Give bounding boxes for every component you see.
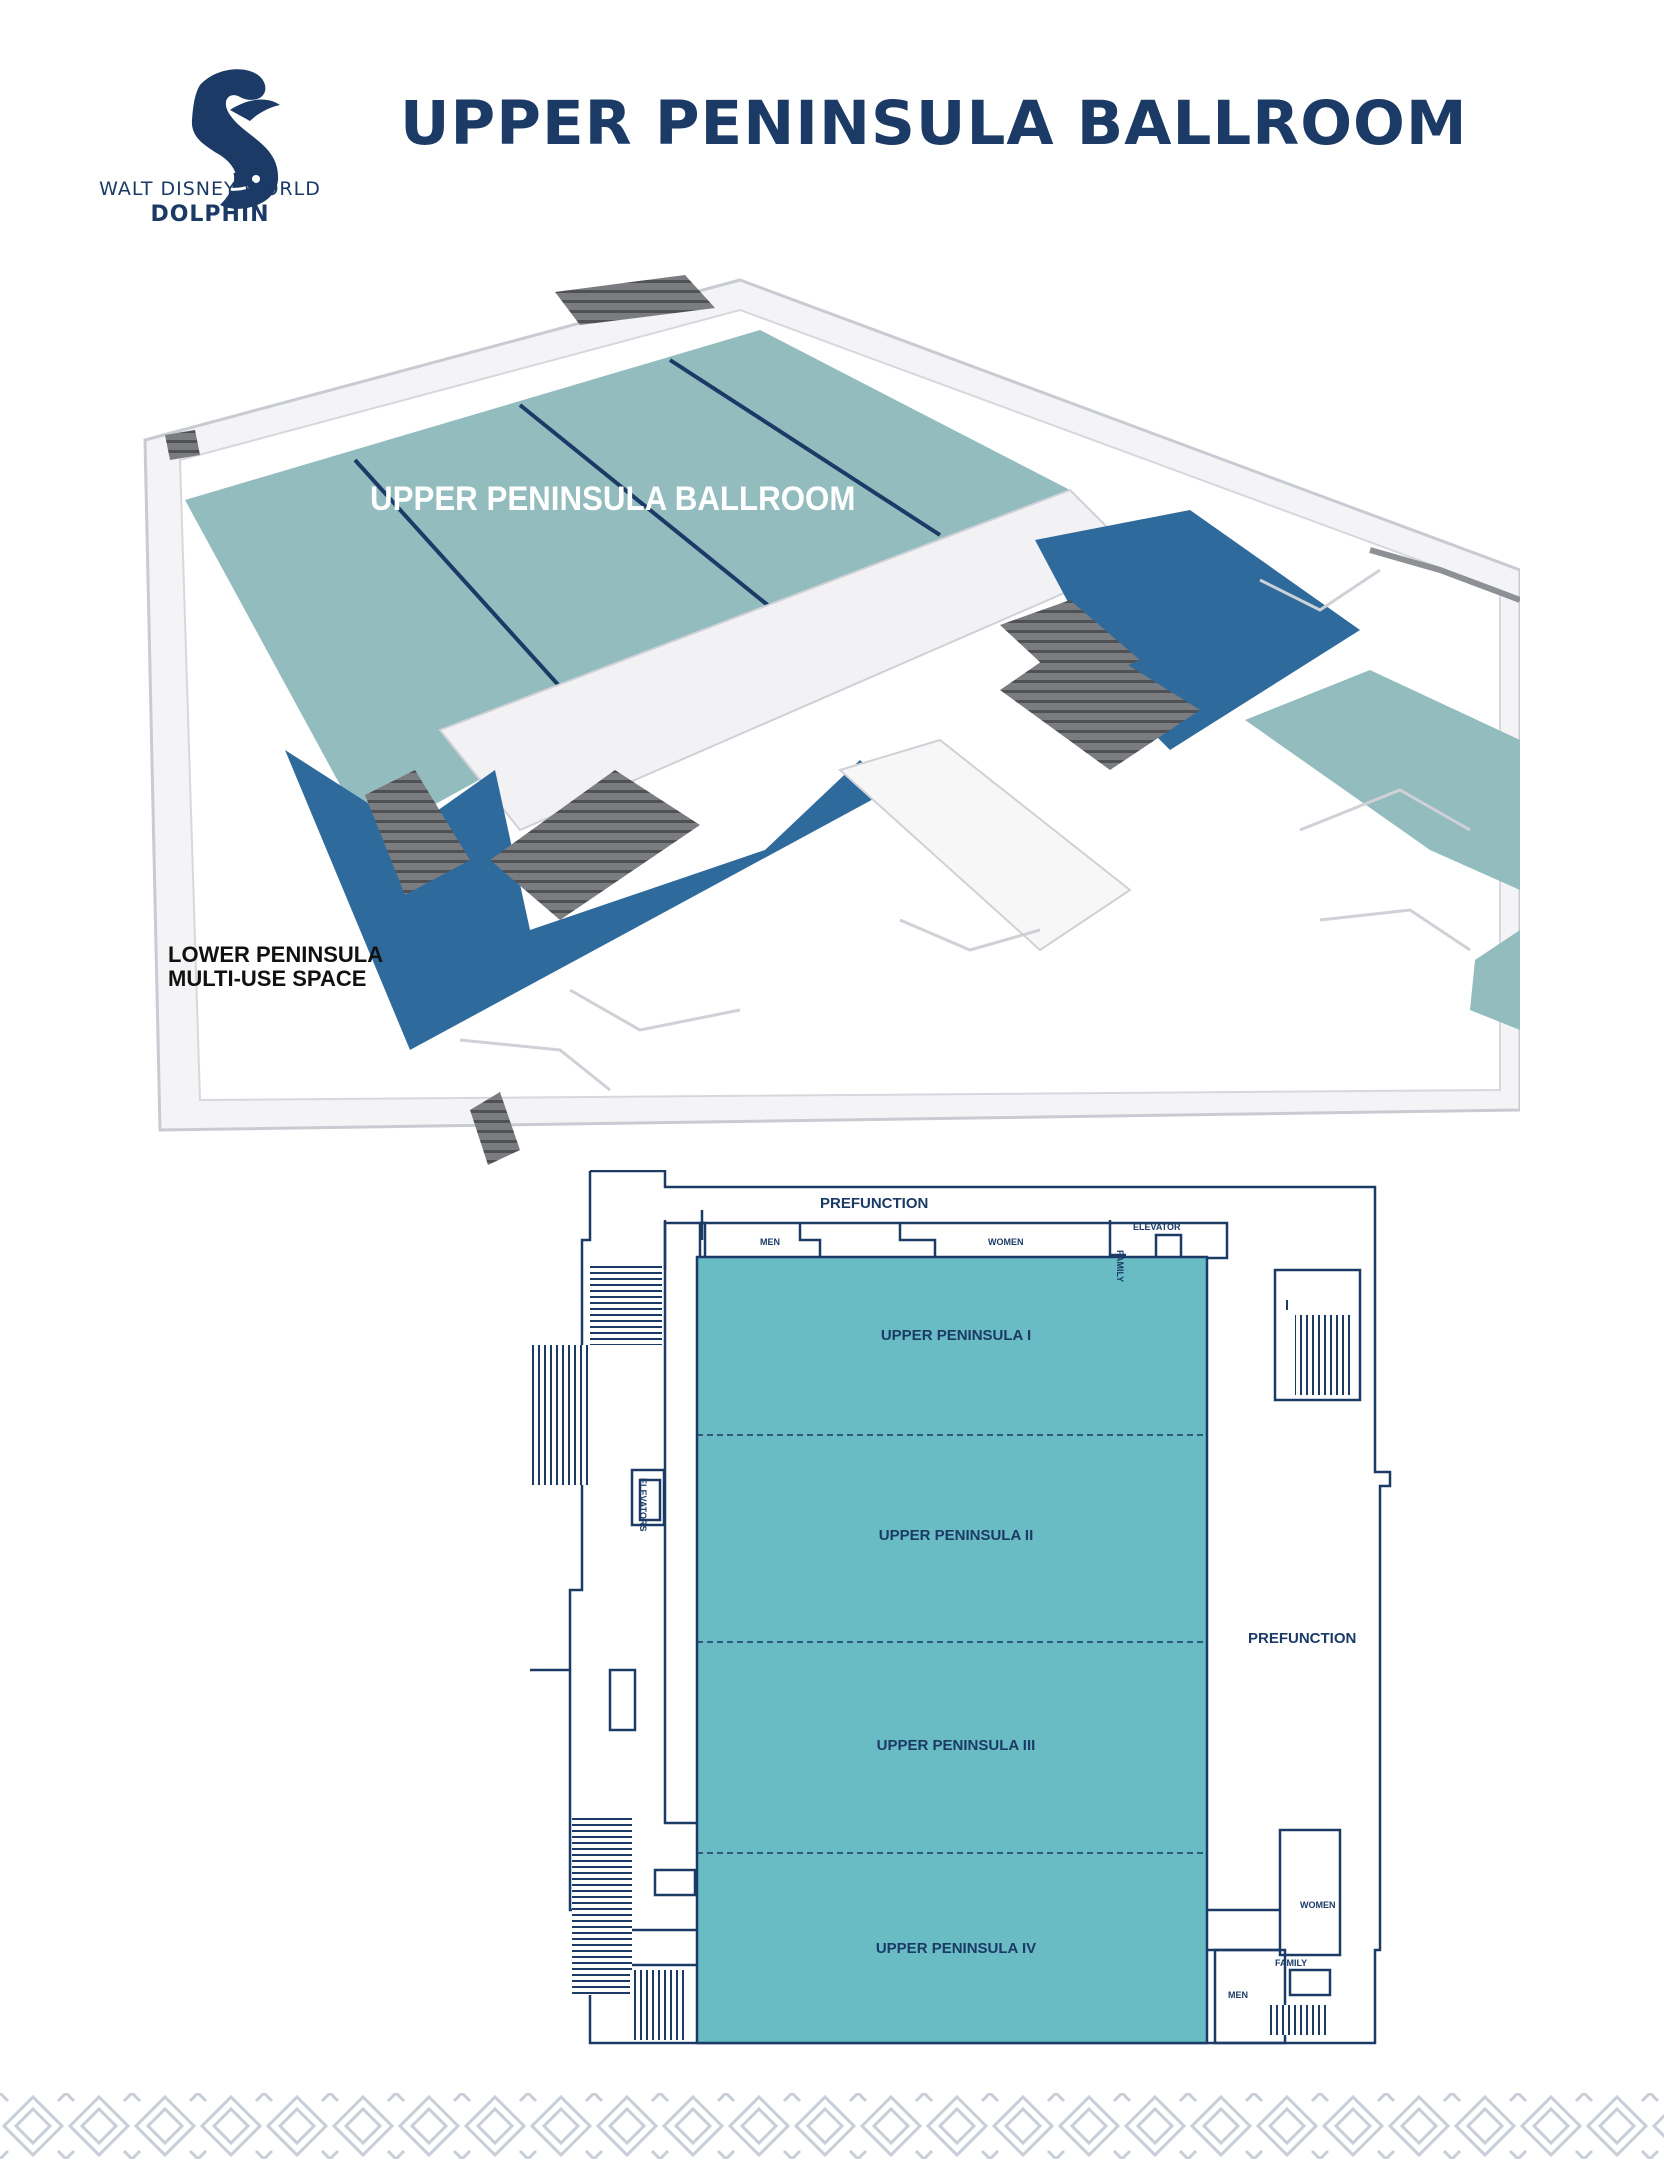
top-prefunction-label: PREFUNCTION	[820, 1195, 929, 1212]
isometric-map	[140, 270, 1522, 1230]
ballroom-label: UPPER PENINSULA BALLROOM	[370, 480, 856, 518]
upper-peninsula-ballroom-area	[185, 330, 1070, 840]
room-upper-peninsula-4: UPPER PENINSULA IV	[875, 1940, 1037, 1957]
floor-plan	[520, 1169, 1400, 2060]
family-label-top: FAMILY	[1115, 1250, 1125, 1283]
family-label-bottom: FAMILY	[1275, 1958, 1308, 1968]
ballroom-plan-area	[695, 1255, 1209, 2045]
men-label-bottom: MEN	[1228, 1990, 1248, 2000]
footer-diamond-pattern	[0, 2093, 1664, 2159]
women-label-top: WOMEN	[988, 1237, 1024, 1247]
logo-text-line2: DOLPHIN	[150, 202, 270, 227]
elevator-label-top: ELEVATOR	[1133, 1222, 1181, 1232]
men-label-top: MEN	[760, 1237, 780, 1247]
logo-text-line1: WALT DISNEY WORLD	[99, 178, 321, 200]
room-upper-peninsula-2: UPPER PENINSULA II	[878, 1527, 1034, 1544]
dolphin-logo-icon	[80, 55, 340, 235]
elevators-label: ELEVATORS	[638, 1478, 648, 1532]
room-upper-peninsula-1: UPPER PENINSULA I	[880, 1327, 1032, 1344]
lower-space-label-line1: LOWER PENINSULA	[168, 942, 384, 967]
women-label-bottom: WOMEN	[1300, 1900, 1336, 1910]
lower-space-label-line2: MULTI-USE SPACE	[168, 966, 367, 991]
right-prefunction-label: PREFUNCTION	[1248, 1630, 1357, 1647]
page-title: UPPER PENINSULA BALLROOM	[400, 88, 1468, 159]
room-upper-peninsula-3: UPPER PENINSULA III	[876, 1737, 1036, 1754]
